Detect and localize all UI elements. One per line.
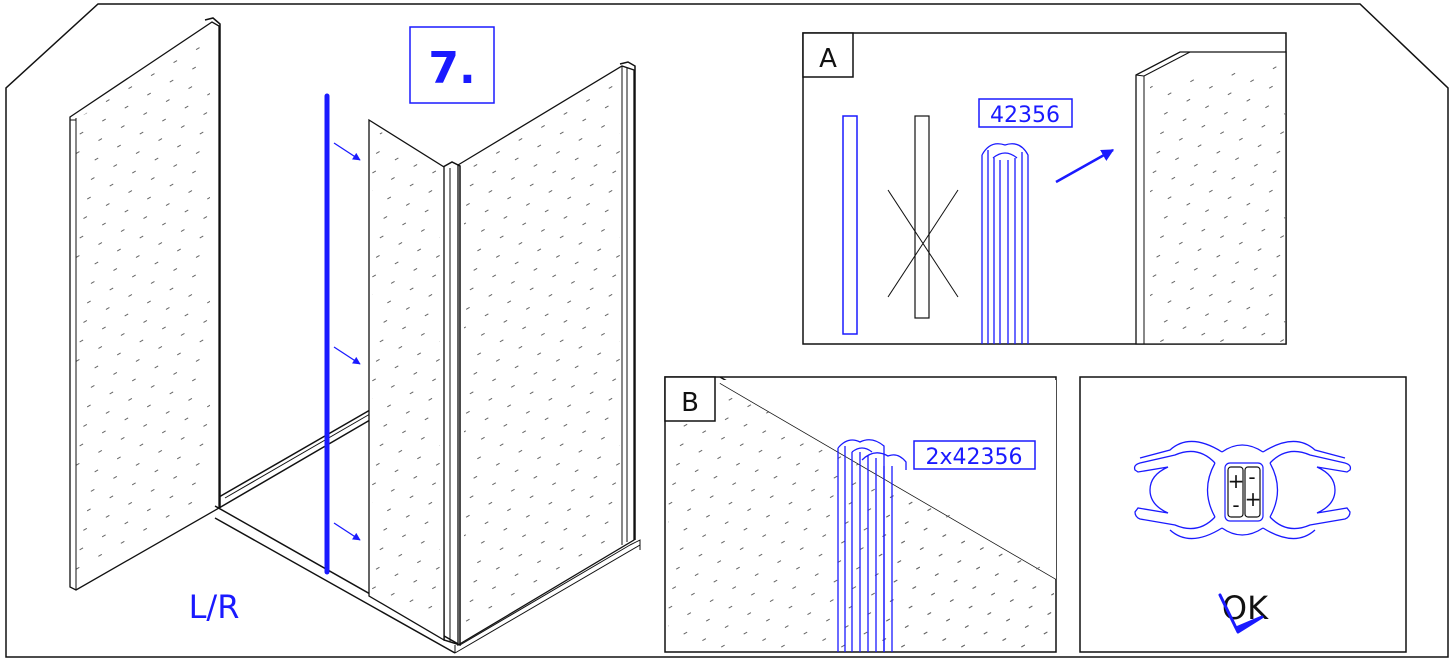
magnet-left-top-sign: +: [1228, 469, 1245, 493]
panel-b-letter: B: [681, 388, 699, 418]
installed-seal-profiles: [837, 439, 907, 652]
magnet-right-bottom-sign: +: [1245, 487, 1262, 511]
magnet-left-bottom-sign: -: [1232, 493, 1239, 517]
seal-profile-42356: [981, 143, 1029, 344]
check-mark-icon: [1218, 593, 1264, 634]
step-number-box: 7.: [409, 26, 495, 104]
shower-tray: [214, 409, 461, 654]
magnet-right-top-sign: -: [1248, 465, 1255, 489]
rejected-profile: [914, 115, 930, 319]
panel-a-letter: A: [819, 44, 837, 74]
magnet-left: [1227, 466, 1244, 518]
insert-arrow: [1055, 148, 1115, 184]
page-frame: [5, 3, 1449, 658]
detail-panel-a: A 42356: [802, 32, 1287, 345]
arrow-top: [333, 142, 361, 161]
arrow-middle: [333, 346, 361, 365]
ok-label: OK: [1222, 589, 1269, 627]
orientation-label: L/R: [189, 588, 240, 626]
seal-cross-section: + - - +: [1133, 440, 1352, 540]
magnet-right: [1244, 466, 1261, 518]
detail-panel-b: B 2x42356: [664, 376, 1057, 653]
arrow-bottom: [333, 522, 361, 541]
panel-b-part-number: 2x42356: [925, 445, 1022, 470]
flat-profile: [842, 115, 858, 335]
detail-panel-c: + - - + OK: [1079, 376, 1407, 653]
shower-enclosure: [69, 17, 641, 654]
step-number: 7.: [428, 43, 475, 94]
panel-a-part-number: 42356: [990, 103, 1060, 128]
